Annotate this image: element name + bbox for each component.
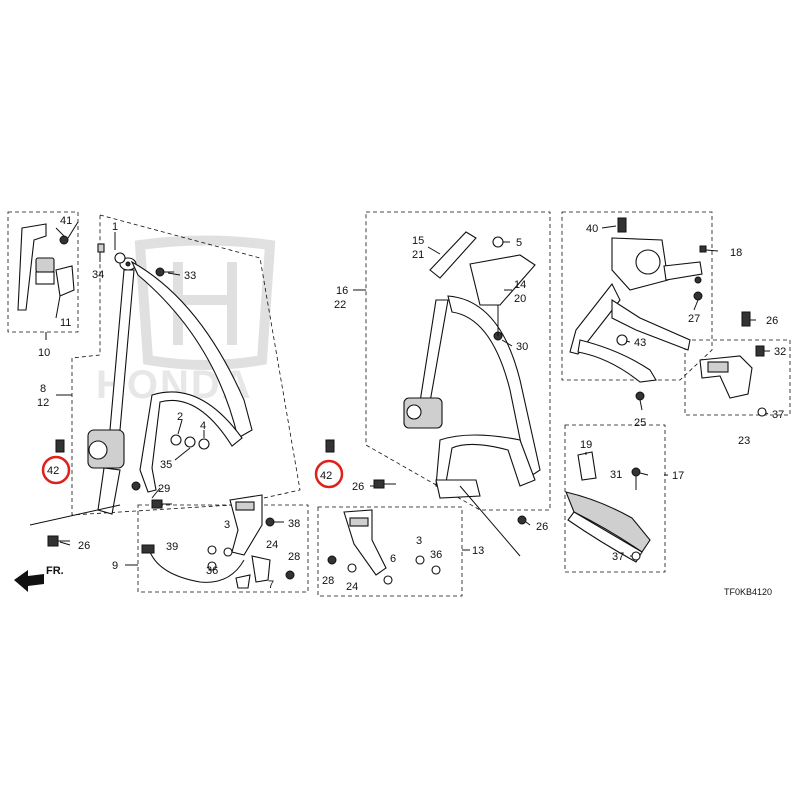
callout-38[interactable]: 38 <box>288 518 300 530</box>
callout-21[interactable]: 21 <box>412 249 424 261</box>
callout-18[interactable]: 18 <box>730 247 742 259</box>
callout-12[interactable]: 12 <box>37 397 49 409</box>
callout-7[interactable]: 7 <box>268 579 274 591</box>
callout-26-right-of-center[interactable]: 26 <box>536 521 548 533</box>
callout-40[interactable]: 40 <box>586 223 598 235</box>
callout-24-left[interactable]: 24 <box>266 539 278 551</box>
callout-25[interactable]: 25 <box>634 417 646 429</box>
left-front-belt <box>29 257 253 526</box>
right-rear-retractor <box>569 217 707 383</box>
front-direction-indicator: FR. <box>14 565 64 592</box>
center-rear-belt <box>325 231 541 557</box>
callout-36-center[interactable]: 36 <box>430 549 442 561</box>
direction-label: FR. <box>46 565 64 577</box>
callout-27[interactable]: 27 <box>688 313 700 325</box>
callout-26-left[interactable]: 26 <box>78 540 90 552</box>
callout-14[interactable]: 14 <box>514 279 526 291</box>
callout-29[interactable]: 29 <box>158 483 170 495</box>
callout-32[interactable]: 32 <box>774 346 786 358</box>
callout-28-left[interactable]: 28 <box>288 551 300 563</box>
callout-6[interactable]: 6 <box>390 553 396 565</box>
bracket-group-23 <box>635 311 767 417</box>
callout-8[interactable]: 8 <box>40 383 46 395</box>
callout-10[interactable]: 10 <box>38 347 50 359</box>
callout-42-left[interactable]: 42 <box>47 465 59 477</box>
callout-33[interactable]: 33 <box>184 270 196 282</box>
hardware-left <box>47 243 210 547</box>
callout-5[interactable]: 5 <box>516 237 522 249</box>
callout-26-right[interactable]: 26 <box>766 315 778 327</box>
callout-28-center[interactable]: 28 <box>322 575 334 587</box>
callout-30[interactable]: 30 <box>516 341 528 353</box>
callout-35[interactable]: 35 <box>160 459 172 471</box>
callout-37-upper[interactable]: 37 <box>772 409 784 421</box>
callout-15[interactable]: 15 <box>412 235 424 247</box>
arrow-left-icon <box>14 570 44 592</box>
callout-36-left[interactable]: 36 <box>206 565 218 577</box>
callout-2[interactable]: 2 <box>177 411 183 423</box>
callout-20[interactable]: 20 <box>514 293 526 305</box>
highlight-circle-center <box>314 459 344 489</box>
callout-39[interactable]: 39 <box>166 541 178 553</box>
callout-4[interactable]: 4 <box>200 420 206 432</box>
group-frames <box>7 211 791 597</box>
callout-13[interactable]: 13 <box>472 545 484 557</box>
callout-22[interactable]: 22 <box>334 299 346 311</box>
callout-31[interactable]: 31 <box>610 469 622 481</box>
callout-37-lower[interactable]: 37 <box>612 551 624 563</box>
belt-group-17 <box>565 451 651 563</box>
callout-16[interactable]: 16 <box>336 285 348 297</box>
callout-11[interactable]: 11 <box>60 317 71 329</box>
callout-numbers: 41 11 10 8 12 1 34 33 2 4 35 29 42 26 9 … <box>37 215 786 593</box>
highlight-circle-left <box>41 455 71 485</box>
callout-17[interactable]: 17 <box>672 470 684 482</box>
callout-34[interactable]: 34 <box>92 269 104 281</box>
diagram-code: TF0KB4120 <box>724 587 772 597</box>
callout-3-left[interactable]: 3 <box>224 519 230 531</box>
callout-41[interactable]: 41 <box>60 215 72 227</box>
part-group-10 <box>17 221 79 311</box>
buckle-group-9 <box>141 494 295 589</box>
callout-42-center[interactable]: 42 <box>320 470 332 482</box>
callout-9[interactable]: 9 <box>112 560 118 572</box>
callout-3-center[interactable]: 3 <box>416 535 422 547</box>
callout-43[interactable]: 43 <box>634 337 646 349</box>
callout-26-center[interactable]: 26 <box>352 481 364 493</box>
callout-19[interactable]: 19 <box>580 439 592 451</box>
callout-24-center[interactable]: 24 <box>346 581 358 593</box>
buckle-group-13 <box>327 509 441 585</box>
callout-1[interactable]: 1 <box>112 221 118 233</box>
callout-23[interactable]: 23 <box>738 435 750 447</box>
leader-lines <box>45 225 770 566</box>
